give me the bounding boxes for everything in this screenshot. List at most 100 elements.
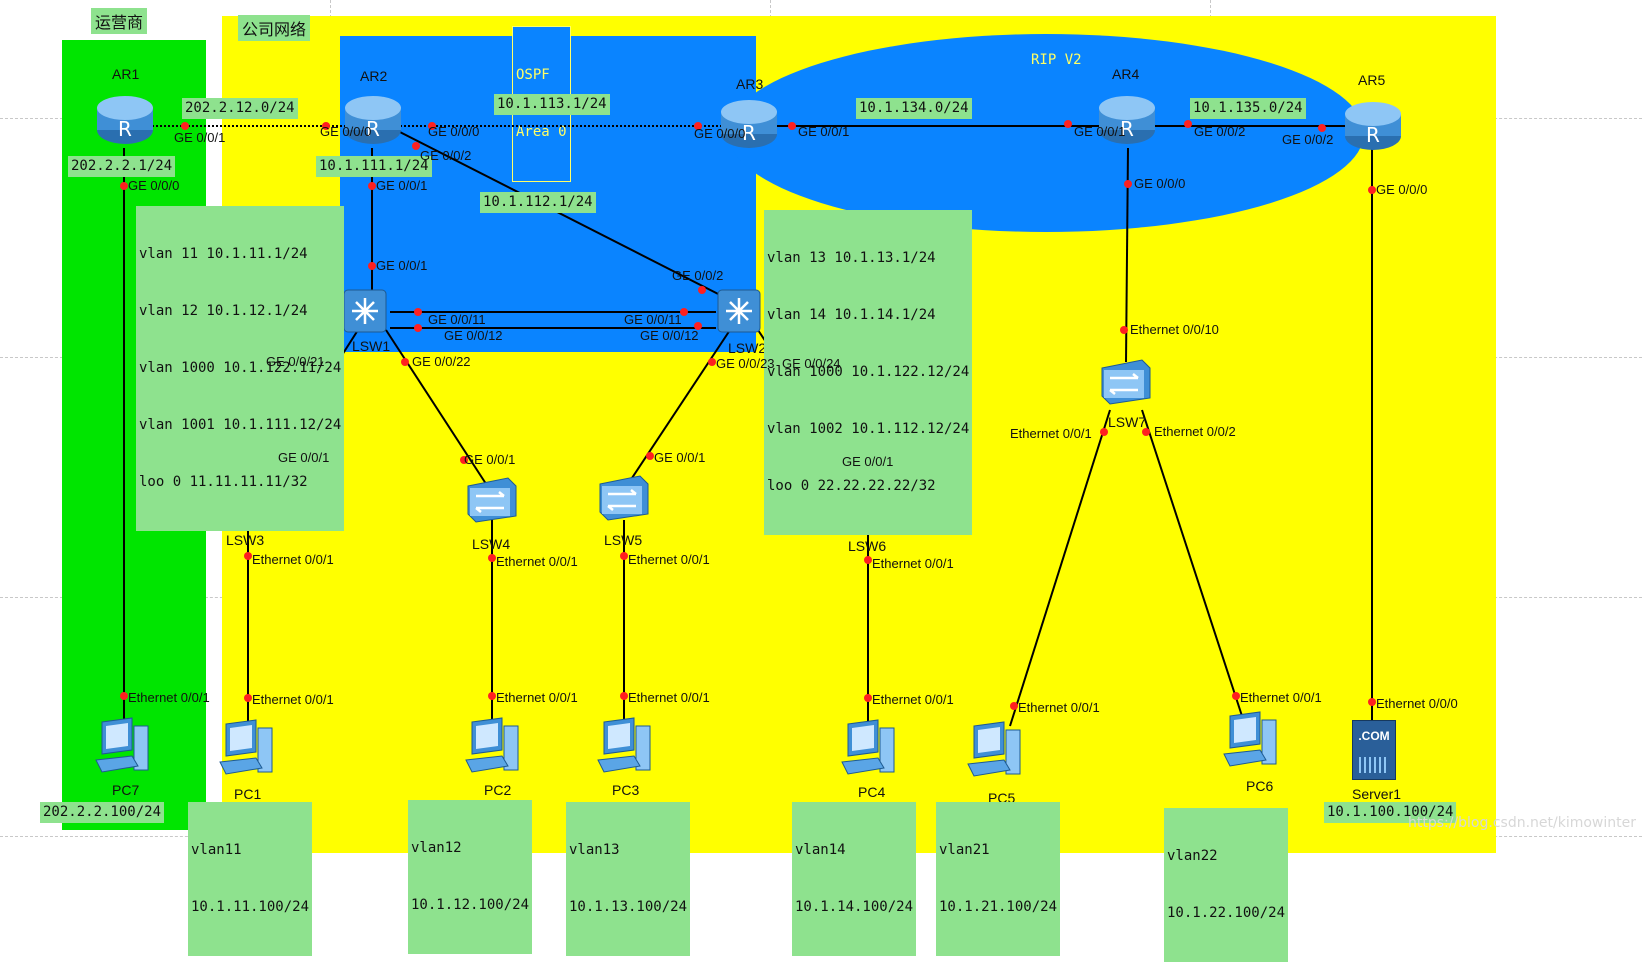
pc2-ip: 10.1.12.100/24 xyxy=(411,897,530,913)
lsw2-config-line: vlan 14 10.1.14.1/24 xyxy=(767,307,936,323)
pc-icon[interactable] xyxy=(596,716,652,776)
port-dot xyxy=(694,322,702,330)
port-dot xyxy=(694,122,702,130)
lsw2-config-line: vlan 1002 10.1.112.12/24 xyxy=(767,421,970,437)
port-dot xyxy=(428,122,436,130)
port-label: GE 0/0/2 xyxy=(1194,124,1246,139)
port-label: GE 0/0/2 xyxy=(672,268,724,283)
switch-icon[interactable] xyxy=(464,474,520,524)
pc-icon[interactable] xyxy=(218,718,274,778)
lsw2-config: vlan 13 10.1.13.1/24 vlan 14 10.1.14.1/2… xyxy=(764,210,973,535)
port-dot xyxy=(412,142,420,150)
device-label-lsw4: LSW4 xyxy=(472,536,511,552)
port-dot xyxy=(1232,692,1240,700)
pc5-ip: 10.1.21.100/24 xyxy=(939,899,1058,915)
port-dot xyxy=(1100,428,1108,436)
core-switch-icon[interactable] xyxy=(716,288,762,334)
server1-info: 10.1.100.100/24 xyxy=(1324,802,1457,823)
port-label: Ethernet 0/0/1 xyxy=(1240,690,1322,705)
device-label-lsw6: LSW6 xyxy=(848,538,887,554)
device-label-ar5: AR5 xyxy=(1358,72,1386,88)
port-label: GE 0/0/0 xyxy=(694,126,746,141)
pc6-vlan: vlan22 xyxy=(1167,848,1218,864)
port-label: Ethernet 0/0/1 xyxy=(628,552,710,567)
pc3-info: vlan13 10.1.13.100/24 xyxy=(566,802,691,956)
port-label: GE 0/0/21 xyxy=(266,354,325,369)
router-icon[interactable]: R xyxy=(342,92,404,148)
switch-icon[interactable] xyxy=(1098,356,1154,406)
port-label: GE 0/0/0 xyxy=(1134,176,1186,191)
port-label: GE 0/0/23 xyxy=(716,356,775,371)
device-label-server1: Server1 xyxy=(1352,786,1402,802)
port-dot xyxy=(1124,180,1132,188)
port-dot xyxy=(1368,186,1376,194)
lsw1-config-line: vlan 1001 10.1.111.12/24 xyxy=(139,417,342,433)
pc-icon[interactable] xyxy=(1222,710,1278,770)
port-dot xyxy=(414,324,422,332)
port-label: GE 0/0/11 xyxy=(624,312,682,327)
port-label: Ethernet 0/0/1 xyxy=(128,690,210,705)
pc1-ip: 10.1.11.100/24 xyxy=(191,899,310,915)
port-dot xyxy=(488,692,496,700)
link-ar2-lsw2 xyxy=(391,127,731,301)
port-label: GE 0/0/0 xyxy=(428,124,480,139)
port-dot xyxy=(181,122,189,130)
port-dot xyxy=(1010,702,1018,710)
links-layer xyxy=(120,120,1376,727)
port-dot xyxy=(1064,120,1072,128)
port-dot xyxy=(244,694,252,702)
router-icon[interactable]: R xyxy=(94,92,156,148)
switch-icon[interactable] xyxy=(596,472,652,522)
port-dot xyxy=(488,554,496,562)
port-dot xyxy=(460,456,468,464)
port-label: GE 0/0/12 xyxy=(640,328,699,343)
pc3-ip: 10.1.13.100/24 xyxy=(569,899,688,915)
pc7-info: 202.2.2.100/24 xyxy=(40,802,165,823)
device-label-lsw7: LSW7 xyxy=(1108,414,1147,430)
lsw2-config-line: vlan 1000 10.1.122.12/24 xyxy=(767,364,970,380)
pc2-info: vlan12 10.1.12.100/24 xyxy=(408,800,533,954)
net-ar4-ar5: 10.1.135.0/24 xyxy=(1190,98,1306,119)
server-icon[interactable]: .COM xyxy=(1352,720,1396,780)
port-dot xyxy=(414,308,422,316)
port-dot xyxy=(1120,326,1128,334)
pc-icon[interactable] xyxy=(966,720,1022,780)
port-dot xyxy=(1318,124,1326,132)
lsw1-config-line: loo 0 11.11.11.11/32 xyxy=(139,474,308,490)
device-label-pc6: PC6 xyxy=(1246,778,1274,794)
port-dot xyxy=(788,122,796,130)
port-label: Ethernet 0/0/2 xyxy=(1154,424,1236,439)
device-label-ar2: AR2 xyxy=(360,68,388,84)
device-label-lsw2: LSW2 xyxy=(728,340,767,356)
port-label: GE 0/0/12 xyxy=(444,328,503,343)
svg-text:R: R xyxy=(1120,117,1134,141)
port-label: Ethernet 0/0/10 xyxy=(1130,322,1219,337)
svg-text:R: R xyxy=(742,121,756,145)
lsw2-config-line: vlan 13 10.1.13.1/24 xyxy=(767,250,936,266)
port-dot xyxy=(1184,120,1192,128)
port-dot xyxy=(244,552,252,560)
pc-icon[interactable] xyxy=(94,716,150,776)
port-dot xyxy=(620,552,628,560)
port-label: Ethernet 0/0/1 xyxy=(1010,426,1092,441)
pc4-vlan: vlan14 xyxy=(795,842,846,858)
port-label: GE 0/0/1 xyxy=(464,452,516,467)
device-label-lsw3: LSW3 xyxy=(226,532,265,548)
pc-icon[interactable] xyxy=(840,718,896,778)
lsw1-config-line: vlan 1000 10.1.122.11/24 xyxy=(139,360,342,376)
svg-text:R: R xyxy=(1366,123,1380,147)
company-zone-title: 公司网络 xyxy=(238,15,311,41)
router-icon[interactable]: R xyxy=(718,96,780,152)
pc-icon[interactable] xyxy=(464,716,520,776)
server-badge: .COM xyxy=(1358,729,1390,743)
router-icon[interactable]: R xyxy=(1096,92,1158,148)
device-label-pc7: PC7 xyxy=(112,782,140,798)
watermark: https://blog.csdn.net/kimowinter xyxy=(1407,815,1636,831)
router-icon[interactable]: R xyxy=(1342,98,1404,154)
core-switch-icon[interactable] xyxy=(342,288,388,334)
pc5-info: vlan21 10.1.21.100/24 xyxy=(936,802,1061,956)
port-label: GE 0/0/2 xyxy=(420,148,472,163)
svg-text:R: R xyxy=(118,117,132,141)
port-label: Ethernet 0/0/1 xyxy=(872,556,954,571)
